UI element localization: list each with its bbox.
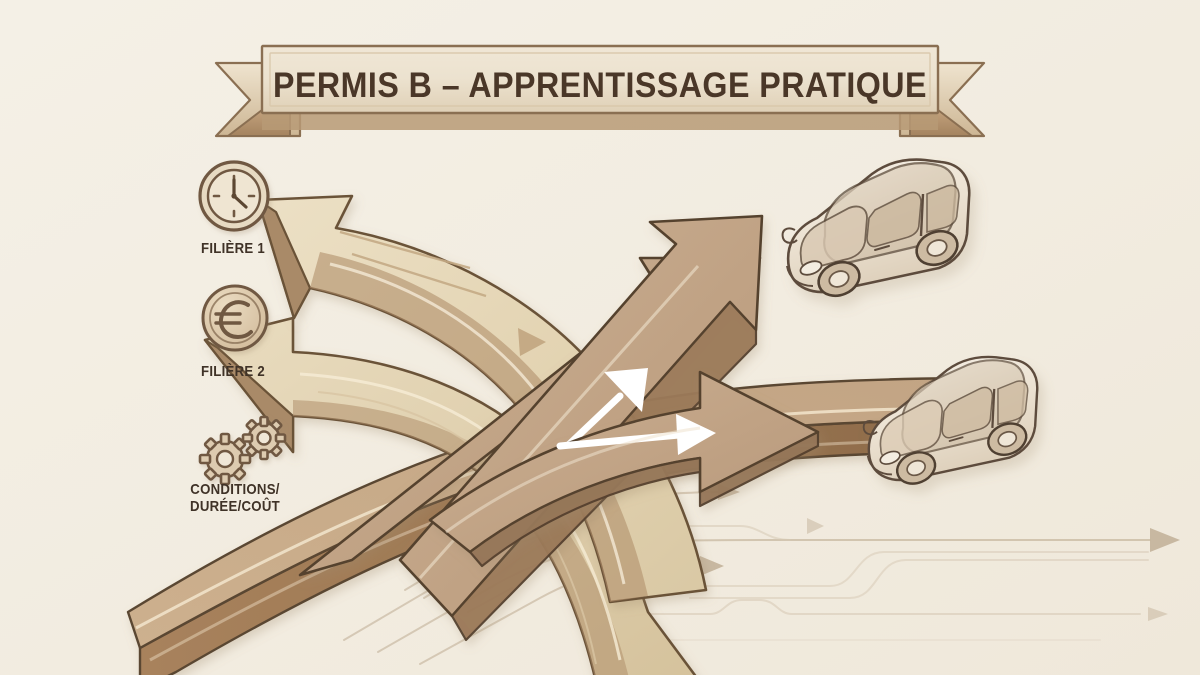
ribbon-panel: [260, 44, 940, 115]
gears-icon: [198, 415, 287, 486]
ribbon-inner-line: [269, 52, 931, 107]
banner-ribbon: [214, 44, 986, 138]
car-sketch-lower: [862, 355, 1039, 485]
euro-coin-icon: [201, 284, 269, 352]
clock-icon: [198, 160, 270, 232]
inner-arrow-marker-lower: [556, 414, 716, 455]
arrow-to-lower-car: [428, 370, 820, 568]
car-sketch-upper: [781, 158, 971, 298]
